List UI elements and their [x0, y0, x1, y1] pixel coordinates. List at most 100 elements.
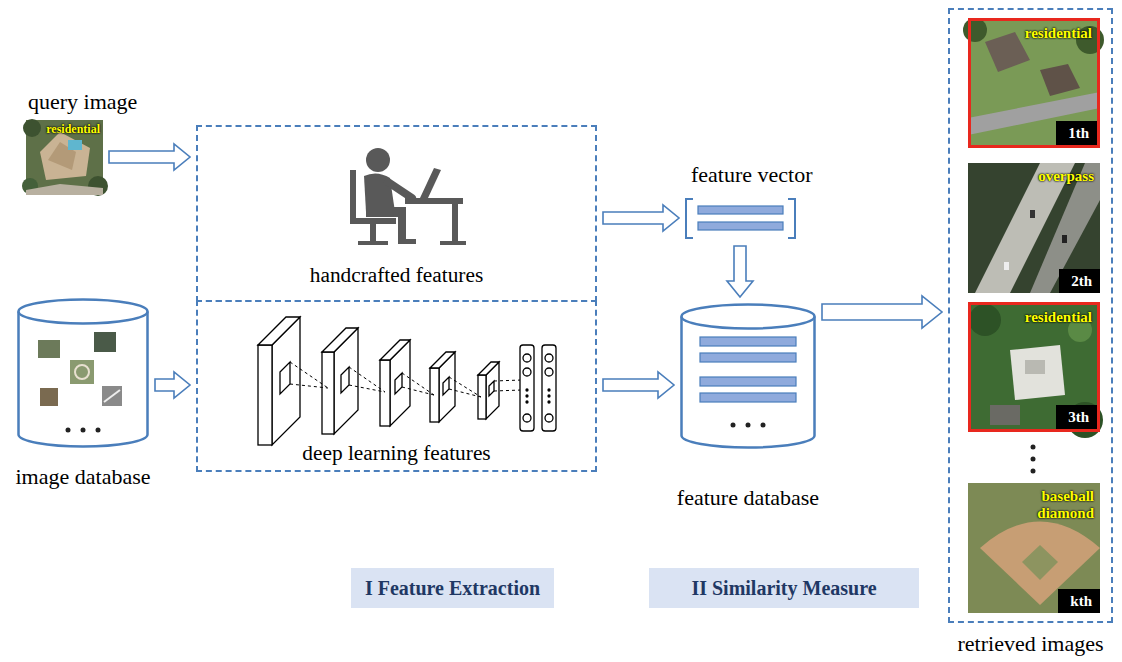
retrieved-panel: retrieved imagesresidential1thoverpass2t… — [948, 8, 1113, 623]
retrieved-image: residential 3th — [968, 302, 1100, 432]
feature-vector-bars — [698, 222, 783, 230]
cnn-illustration — [349, 367, 385, 392]
person-at-laptop-icon — [370, 224, 376, 242]
person-at-laptop-icon — [452, 204, 458, 244]
retrieved-aerial-image — [968, 483, 1100, 613]
feature-database-bars — [700, 337, 796, 346]
feature-extraction-box: handcrafted features — [196, 125, 597, 302]
feature-database-bars — [700, 337, 796, 428]
vector-label: feature vector — [691, 162, 813, 187]
continuation-dots — [1031, 445, 1036, 474]
hollow-arrow — [155, 372, 190, 398]
cnn-illustration — [542, 345, 556, 431]
person-at-laptop-icon — [405, 198, 463, 204]
database-thumbnails — [75, 365, 89, 379]
cnn-illustration — [494, 380, 522, 381]
retrieved-aerial-image — [963, 18, 1104, 148]
database-thumbnails — [38, 332, 122, 433]
cnn-illustration — [526, 389, 528, 391]
person-at-laptop-icon — [440, 241, 466, 245]
class-label: baseball diamond — [1016, 488, 1094, 523]
rank-label: kth — [1058, 589, 1100, 613]
person-at-laptop-icon — [350, 170, 356, 220]
class-label: residential — [1025, 25, 1092, 42]
feature-extraction-box: deep learning features — [196, 300, 597, 472]
retrieved-aerial-image — [969, 304, 1001, 336]
person-at-laptop-icon — [350, 218, 396, 224]
retrieved-aerial-image — [968, 18, 1100, 148]
cnn-illustration — [489, 381, 494, 396]
query-aerial-image — [40, 132, 90, 180]
retrieved-aerial-image — [1062, 235, 1067, 243]
cnn-illustration — [443, 377, 449, 395]
retrieved-aerial-image — [968, 163, 1100, 293]
class-label: residential — [46, 123, 100, 137]
database-thumbnails — [66, 428, 71, 433]
continuation-dots — [1031, 457, 1036, 462]
cnn-illustration — [402, 373, 434, 395]
retrieved-aerial-image — [968, 302, 1103, 438]
cnn-illustration — [494, 390, 522, 391]
cnn-illustration — [380, 360, 390, 426]
database-thumbnails — [104, 390, 120, 402]
database-thumbnails — [102, 386, 122, 406]
image-heading: query image — [28, 89, 137, 114]
retrieved-aerial-image — [1030, 210, 1035, 218]
rank-label: 2th — [1059, 269, 1100, 293]
database-thumbnails — [96, 428, 101, 433]
query-image: query imageresidential — [26, 120, 103, 195]
hollow-arrow — [727, 246, 753, 297]
rank-label: 3th — [1056, 405, 1097, 429]
continuation-dots — [1031, 445, 1036, 450]
cnn-illustration — [402, 387, 434, 395]
cnn-illustration — [290, 362, 522, 397]
person-at-laptop-icon — [420, 168, 441, 198]
person-at-laptop-icon — [358, 241, 388, 245]
box-label: deep learning features — [198, 441, 595, 466]
stage-band: II Similarity Measure — [649, 568, 919, 608]
cnn-illustration — [290, 384, 328, 388]
cnn-illustration — [280, 362, 290, 394]
retrieved-aerial-image — [1022, 545, 1058, 580]
database-cylinder: image database — [17, 298, 149, 448]
stage-band: I Feature Extraction — [351, 568, 554, 608]
database-cylinder: feature database — [680, 303, 816, 449]
database-thumbnails — [81, 428, 86, 433]
hollow-arrow — [822, 296, 942, 328]
cnn-illustration — [523, 368, 531, 376]
person-at-laptop-icon — [398, 212, 406, 242]
cnn-illustration — [395, 373, 402, 394]
retrieved-aerial-image — [1040, 64, 1080, 96]
cnn-illustration — [545, 414, 553, 422]
feature-database-bars — [746, 423, 751, 428]
feature-vector: feature vector — [685, 197, 795, 240]
cnn-illustration — [526, 401, 528, 403]
stage-label: II Similarity Measure — [649, 577, 919, 600]
feature-database-bars — [700, 353, 796, 362]
cnn-illustration — [290, 362, 328, 388]
hollow-arrow — [603, 205, 679, 231]
cnn-illustration — [322, 328, 358, 352]
database-thumbnails — [40, 388, 58, 406]
cylinder-outline — [682, 317, 815, 329]
cnn-illustration — [258, 345, 272, 445]
query-aerial-image — [26, 184, 103, 195]
cnn-illustration — [545, 368, 553, 376]
retrieved-aerial-image — [968, 483, 1100, 613]
class-label: residential — [1025, 309, 1092, 326]
query-aerial-image — [68, 140, 82, 150]
retrieved-aerial-image — [990, 405, 1020, 425]
cnn-illustration — [430, 352, 455, 368]
cnn-illustration — [322, 352, 334, 434]
cnn-illustration — [548, 395, 550, 397]
database-thumbnails — [70, 360, 94, 384]
person-at-laptop-icon — [366, 148, 390, 172]
cnn-illustration — [349, 385, 385, 392]
feature-vector-bars — [698, 206, 783, 214]
rank-label: 1th — [1056, 121, 1097, 145]
cnn-illustration — [520, 345, 534, 431]
cnn-illustration — [380, 340, 410, 360]
retrieved-image: baseball diamond kth — [968, 483, 1100, 613]
